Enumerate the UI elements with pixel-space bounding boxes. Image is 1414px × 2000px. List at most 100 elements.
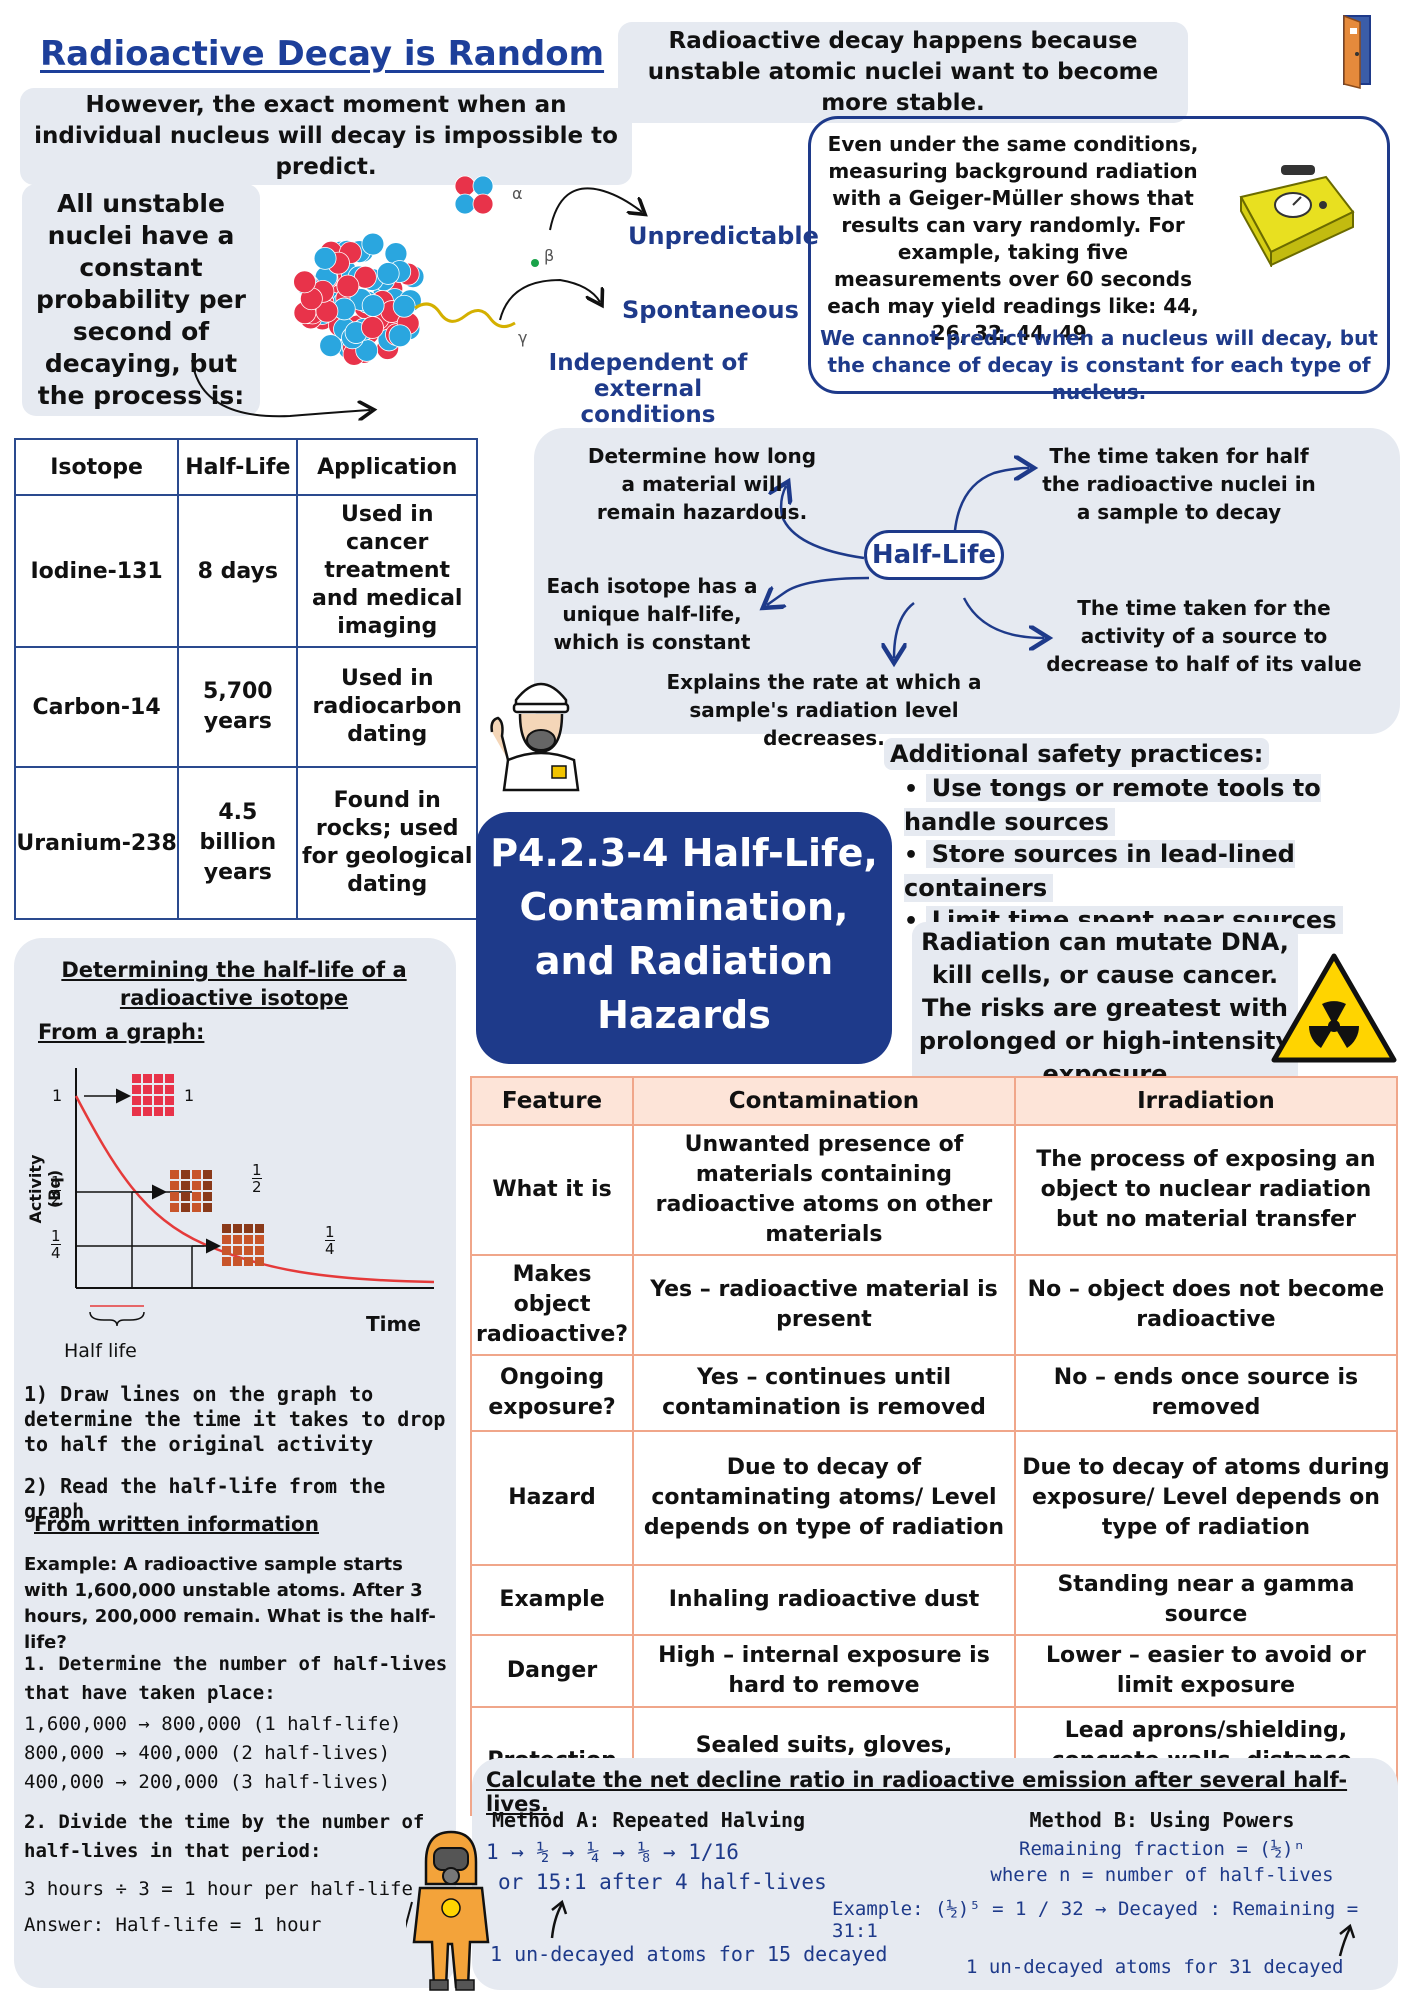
safety-heading: Additional safety practices: xyxy=(884,738,1270,770)
determining-heading: Determining the half-life of a radioacti… xyxy=(61,958,407,1010)
contamination-cell: Due to decay of contaminating atoms/ Lev… xyxy=(632,1430,1016,1566)
geiger-box: Even under the same conditions, measurin… xyxy=(808,116,1390,404)
method-b-example: Example: (½)⁵ = 1 / 32 → Decayed : Remai… xyxy=(832,1898,1359,1942)
topic-title-line: Contamination, xyxy=(519,885,849,929)
table-row: Danger High – internal exposure is hard … xyxy=(469,1634,1399,1708)
half-life-center: Half-Life xyxy=(864,530,1004,580)
gamma-symbol: γ xyxy=(518,328,528,347)
feature-cell: Ongoing exposure? xyxy=(469,1354,635,1432)
method-a-note: 1 un-decayed atoms for 15 decayed xyxy=(490,1942,888,1966)
node-definition-nuclei: The time taken for half the radioactive … xyxy=(1042,444,1316,524)
answer: Answer: Half-life = 1 hour xyxy=(24,1914,322,1936)
alpha-symbol: α xyxy=(512,184,523,203)
isotope-cell: Iodine-131 xyxy=(13,494,180,648)
geiger-conclusion: We cannot predict when a nucleus will de… xyxy=(820,326,1378,404)
safety-box: Additional safety practices: • Use tongs… xyxy=(884,738,1398,934)
application-cell: Used in radiocarbon dating xyxy=(296,646,478,768)
probability-text: All unstable nuclei have a constant prob… xyxy=(22,184,260,416)
halving-line: 800,000 → 400,000 (2 half-lives) xyxy=(24,1742,391,1764)
application-cell: Used in cancer treatment and medical ima… xyxy=(296,494,478,648)
written-example: Example: A radioactive sample starts wit… xyxy=(24,1554,436,1653)
contamination-cell: Yes – radioactive material is present xyxy=(632,1254,1016,1356)
node-rate: Explains the rate at which a sample's ra… xyxy=(666,670,982,750)
half-life-cell: 5,700 years xyxy=(177,646,299,768)
graph-y-one: 1 xyxy=(52,1086,63,1105)
safety-item: • Store sources in lead-lined containers xyxy=(904,840,1295,902)
isotope-table: Isotope Half-Life Application Iodine-131… xyxy=(13,438,478,920)
table-row: Uranium-238 4.5 billion years Found in r… xyxy=(13,766,478,920)
feature-cell: Danger xyxy=(469,1634,635,1708)
method-a-title: Method A: Repeated Halving xyxy=(492,1808,806,1832)
contamination-cell: High – internal exposure is hard to remo… xyxy=(632,1634,1016,1708)
safety-list: • Use tongs or remote tools to handle so… xyxy=(904,772,1398,938)
halving-line: 1,600,000 → 800,000 (1 half-life) xyxy=(24,1713,402,1735)
node-unique: Each isotope has a unique half-life, whi… xyxy=(546,574,758,654)
from-written-label: From written information xyxy=(34,1512,319,1536)
col-header-irradiation: Irradiation xyxy=(1013,1076,1399,1126)
step-2: 2) Read the half-life from the graph xyxy=(24,1474,386,1523)
method-b-line1: Remaining fraction = (½)ⁿ xyxy=(1019,1838,1305,1860)
col-header-half-life: Half-Life xyxy=(177,438,299,496)
curved-arrows xyxy=(180,170,660,430)
feature-cell: What it is xyxy=(469,1124,635,1256)
geiger-counter-icon xyxy=(1231,157,1361,269)
topic-title-box: P4.2.3-4 Half-Life, Contamination, and R… xyxy=(476,812,892,1064)
irradiation-cell: No – object does not become radioactive xyxy=(1013,1254,1399,1356)
isotope-cell: Uranium-238 xyxy=(13,766,180,920)
graph-y-half: 1 2 xyxy=(51,1173,61,1208)
irradiation-cell: Standing near a gamma source xyxy=(1013,1564,1399,1636)
net-decline-heading: Calculate the net decline ratio in radio… xyxy=(486,1768,1348,1816)
beta-symbol: β xyxy=(544,246,555,265)
hazmat-worker-icon xyxy=(403,1822,496,1992)
graph-grid2-label: 1 2 xyxy=(252,1161,262,1196)
graph-grid3-label: 1 4 xyxy=(325,1223,335,1258)
label-independent: Independent of external conditions xyxy=(548,350,748,428)
topic-title-line: and Radiation xyxy=(534,939,834,983)
feature-cell: Example xyxy=(469,1564,635,1636)
irradiation-cell: No – ends once source is removed xyxy=(1013,1354,1399,1432)
geiger-text: Even under the same conditions, measurin… xyxy=(827,132,1199,345)
isotope-cell: Carbon-14 xyxy=(13,646,180,768)
node-definition-activity: The time taken for the activity of a sou… xyxy=(1046,596,1362,676)
determine-heading: 1. Determine the number of half-lives th… xyxy=(24,1653,448,1704)
node-hazard: Determine how long a material will remai… xyxy=(587,444,817,524)
irradiation-cell: Due to decay of atoms during exposure/ L… xyxy=(1013,1430,1399,1566)
half-life-map: Determine how long a material will remai… xyxy=(534,428,1400,750)
graph-y-axis-label: Activity (Bq) xyxy=(26,1154,64,1224)
feature-cell: Hazard xyxy=(469,1430,635,1566)
contamination-cell: Unwanted presence of materials containin… xyxy=(632,1124,1016,1256)
table-row: Carbon-14 5,700 years Used in radiocarbo… xyxy=(13,646,478,768)
door-icon xyxy=(1338,12,1372,90)
label-unpredictable: Unpredictable xyxy=(628,222,819,250)
decay-graph xyxy=(24,1058,444,1328)
method-a-line1: 1 → ½ → ¼ → ⅛ → 1/16 xyxy=(486,1840,739,1864)
however-text: However, the exact moment when an indivi… xyxy=(20,88,632,185)
graph-x-axis-label: Time xyxy=(366,1312,421,1336)
method-b-note: 1 un-decayed atoms for 31 decayed xyxy=(966,1956,1344,1978)
contamination-cell: Yes – continues until contamination is r… xyxy=(632,1354,1016,1432)
divide-calc: 3 hours ÷ 3 = 1 hour per half-life xyxy=(24,1878,413,1900)
graph-y-quarter: 1 4 xyxy=(51,1227,61,1262)
feature-cell: Makes object radioactive? xyxy=(469,1254,635,1356)
halving-line: 400,000 → 200,000 (3 half-lives) xyxy=(24,1771,391,1793)
scientist-icon xyxy=(486,664,596,792)
half-life-cell: 8 days xyxy=(177,494,299,648)
irradiation-cell: Lower – easier to avoid or limit exposur… xyxy=(1013,1634,1399,1708)
col-header-application: Application xyxy=(296,438,478,496)
divide-heading: 2. Divide the time by the number of half… xyxy=(24,1811,425,1862)
table-row: Makes object radioactive? Yes – radioact… xyxy=(469,1254,1399,1356)
step-1: 1) Draw lines on the graph to determine … xyxy=(24,1382,446,1456)
col-header-isotope: Isotope xyxy=(13,438,180,496)
application-cell: Found in rocks; used for geological dati… xyxy=(296,766,478,920)
method-arrows xyxy=(550,1899,1356,1957)
nucleus-diagram xyxy=(280,168,540,418)
risk-text: Radiation can mutate DNA, kill cells, or… xyxy=(912,922,1298,1095)
col-header-contamination: Contamination xyxy=(632,1076,1016,1126)
why-decay-text: Radioactive decay happens because unstab… xyxy=(618,22,1188,123)
determining-panel: Determining the half-life of a radioacti… xyxy=(14,938,456,1988)
safety-item: • Use tongs or remote tools to handle so… xyxy=(904,774,1321,836)
table-row: Example Inhaling radioactive dust Standi… xyxy=(469,1564,1399,1636)
graph-grid1-label: 1 xyxy=(184,1086,195,1105)
col-header-feature: Feature xyxy=(469,1076,635,1126)
from-graph-label: From a graph: xyxy=(38,1020,205,1044)
